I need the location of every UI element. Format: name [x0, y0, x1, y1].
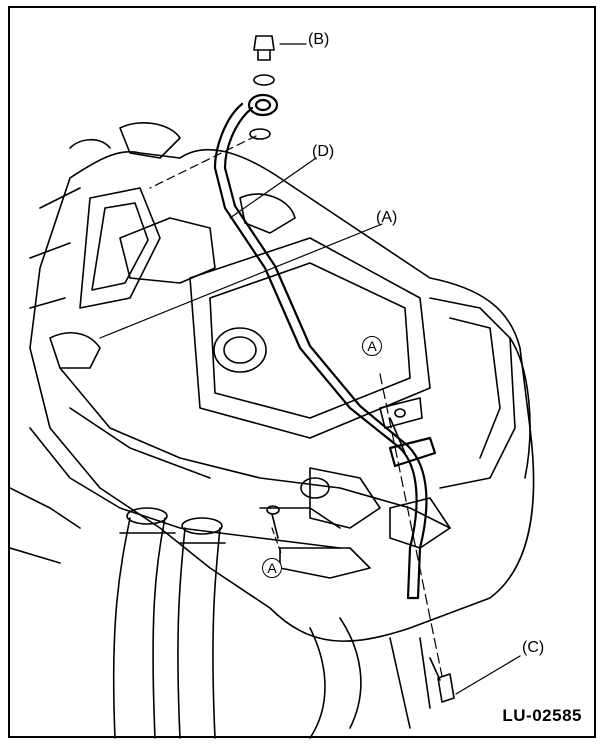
- engine-line-drawing: [10, 35, 535, 739]
- view-mark-lower: A: [262, 558, 282, 578]
- leader-lines: [99, 43, 521, 695]
- figure-reference-code: LU-02585: [502, 706, 582, 725]
- view-mark-upper: A: [362, 336, 382, 356]
- callout-label-d: (D): [312, 143, 335, 160]
- engine-block: [10, 122, 535, 739]
- exhaust-pipes: [112, 507, 226, 739]
- callout-label-a: (A): [376, 209, 398, 226]
- bracket-and-bolts: [249, 35, 455, 703]
- callout-label-b: (B): [308, 31, 330, 48]
- illustration-frame: (B) (D) (A) (C) A A LU-02585: [8, 6, 596, 739]
- callout-label-c: (C): [522, 639, 545, 656]
- oil-gauge-guide-tube: [213, 93, 437, 600]
